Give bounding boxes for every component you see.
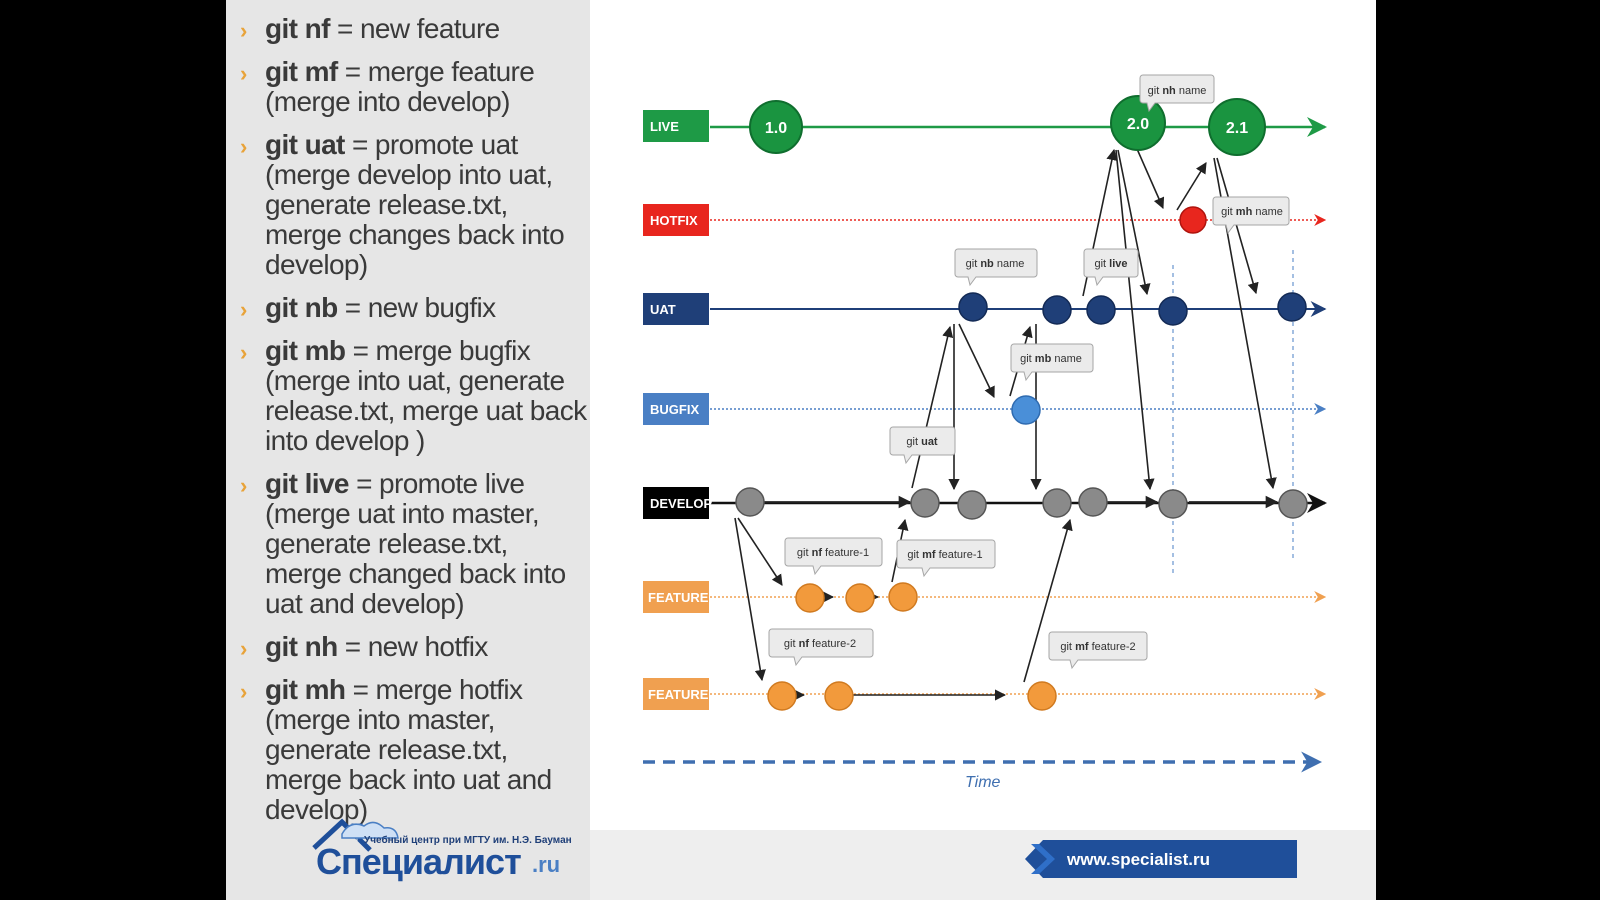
gitflow-diagram: LIVE HOTFIX UAT BUGFIX DEVELOP FEATURE F… — [643, 74, 1327, 791]
develop-commit-node — [957, 490, 987, 520]
feature-commit-node — [824, 681, 854, 711]
command-list: ›git nf = new feature ›git mf = merge fe… — [240, 14, 590, 838]
uat-commit-node — [1086, 295, 1116, 325]
commands-panel — [226, 0, 590, 830]
bullet-chevron-icon: › — [240, 61, 247, 86]
svg-text:UAT: UAT — [650, 302, 676, 317]
svg-text:HOTFIX: HOTFIX — [650, 213, 698, 228]
command-item: ›git live = promote live (merge uat into… — [240, 468, 566, 619]
callout-git-nb: git nb name — [954, 248, 1038, 287]
svg-text:git mf feature-2: git mf feature-2 — [1060, 641, 1135, 653]
bullet-chevron-icon: › — [240, 679, 247, 704]
callout-git-mf-feature-2: git mf feature-2 — [1048, 631, 1148, 670]
svg-text:git nf feature-1: git nf feature-1 — [797, 547, 869, 559]
footer-left — [226, 830, 590, 900]
svg-text:git live: git live — [1094, 258, 1127, 270]
command-item: ›git uat = promote uat (merge develop in… — [240, 129, 565, 280]
lane-label-live: LIVE — [643, 110, 709, 142]
bullet-chevron-icon: › — [240, 297, 247, 322]
svg-text:git nb name: git nb name — [966, 258, 1025, 270]
bullet-chevron-icon: › — [240, 134, 247, 159]
svg-text:git mf feature-1: git mf feature-1 — [907, 549, 982, 561]
merge-arrow — [1176, 162, 1207, 211]
release-node-2-0: 2.0 — [1110, 95, 1166, 151]
feature-commit-node — [845, 583, 875, 613]
svg-text:Учебный центр при МГТУ им. Н.Э: Учебный центр при МГТУ им. Н.Э. Баумана — [364, 834, 572, 846]
callout-git-mb: git mb name — [1010, 343, 1094, 382]
merge-arrow — [1117, 149, 1151, 296]
command-item: ›git mh = merge hotfix (merge into maste… — [240, 674, 552, 825]
develop-commit-node — [1078, 487, 1108, 517]
branch-arrow — [958, 323, 995, 399]
lane-label-bugfix: BUGFIX — [643, 393, 709, 425]
branch-arrow — [1133, 141, 1165, 210]
svg-text:git mh name: git mh name — [1221, 206, 1283, 218]
feature-commit-node — [1027, 681, 1057, 711]
feature-commit-node — [767, 681, 797, 711]
command-item: ›git nb = new bugfix — [240, 292, 496, 323]
branch-arrow — [737, 517, 783, 586]
feature-commit-node — [795, 583, 825, 613]
url-badge: www.specialist.ru — [1025, 840, 1297, 878]
svg-text:git nf feature-2: git nf feature-2 — [784, 638, 856, 650]
merge-arrow — [1115, 149, 1155, 491]
merge-arrow — [911, 325, 954, 489]
svg-text:git uat: git uat — [906, 436, 938, 448]
callout-git-uat: git uat — [889, 426, 956, 465]
callout-git-mh: git mh name — [1212, 196, 1290, 235]
svg-text:Специалист: Специалист — [316, 841, 521, 882]
develop-commit-node — [1158, 489, 1188, 519]
svg-text:git nh name: git nh name — [1148, 85, 1207, 97]
uat-commit-node — [958, 292, 988, 322]
uat-commit-node — [1277, 292, 1307, 322]
lane-label-feature: FEATURE — [643, 581, 709, 613]
bullet-chevron-icon: › — [240, 473, 247, 498]
bugfix-commit-node — [1011, 395, 1041, 425]
release-node-1-0: 1.0 — [749, 100, 803, 154]
callout-git-nh: git nh name — [1139, 74, 1215, 113]
svg-text:DEVELOP: DEVELOP — [650, 496, 712, 511]
command-item: ›git mf = merge feature (merge into deve… — [240, 56, 535, 117]
uat-commit-node — [1158, 296, 1188, 326]
command-item: ›git mb = merge bugfix (merge into uat, … — [240, 335, 587, 456]
release-node-2-1: 2.1 — [1208, 98, 1266, 156]
lane-label-hotfix: HOTFIX — [643, 204, 709, 236]
uat-commit-node — [1042, 295, 1072, 325]
svg-text:2.1: 2.1 — [1226, 120, 1248, 137]
svg-text:www.specialist.ru: www.specialist.ru — [1066, 850, 1210, 869]
svg-text:1.0: 1.0 — [765, 120, 787, 137]
merge-arrow — [1023, 518, 1073, 683]
bullet-chevron-icon: › — [240, 636, 247, 661]
svg-text:LIVE: LIVE — [650, 119, 679, 134]
command-item: ›git nf = new feature — [240, 13, 500, 44]
command-item: ›git nh = new hotfix — [240, 631, 488, 662]
lane-label-uat: UAT — [643, 293, 709, 325]
callout-git-live: git live — [1083, 248, 1139, 287]
develop-commit-node — [1042, 488, 1072, 518]
hotfix-commit-node — [1179, 206, 1207, 234]
svg-text:git mb name: git mb name — [1020, 353, 1082, 365]
specialist-logo: Учебный центр при МГТУ им. Н.Э. Баумана … — [312, 818, 572, 882]
feature-commit-node — [888, 582, 918, 612]
badge-arrow-icon — [1031, 844, 1055, 874]
develop-commit-node — [1278, 489, 1308, 519]
callout-git-nf-feature-1: git nf feature-1 — [784, 537, 883, 576]
develop-commit-node — [910, 488, 940, 518]
lane-label-develop: DEVELOP — [643, 487, 712, 519]
callout-git-nf-feature-2: git nf feature-2 — [768, 628, 874, 667]
svg-text:.ru: .ru — [532, 852, 560, 877]
develop-commit-node — [735, 487, 765, 517]
svg-text:FEATURE: FEATURE — [648, 590, 709, 605]
lane-label-feature: FEATURE — [643, 678, 709, 710]
svg-text:BUGFIX: BUGFIX — [650, 402, 699, 417]
svg-text:2.0: 2.0 — [1127, 116, 1149, 133]
callout-git-mf-feature-1: git mf feature-1 — [896, 539, 996, 578]
svg-text:FEATURE: FEATURE — [648, 687, 709, 702]
bullet-chevron-icon: › — [240, 340, 247, 365]
logo-cloud-icon — [341, 821, 399, 839]
bullet-chevron-icon: › — [240, 18, 247, 43]
time-axis-label: Time — [965, 774, 1001, 791]
branch-arrow — [734, 517, 766, 682]
